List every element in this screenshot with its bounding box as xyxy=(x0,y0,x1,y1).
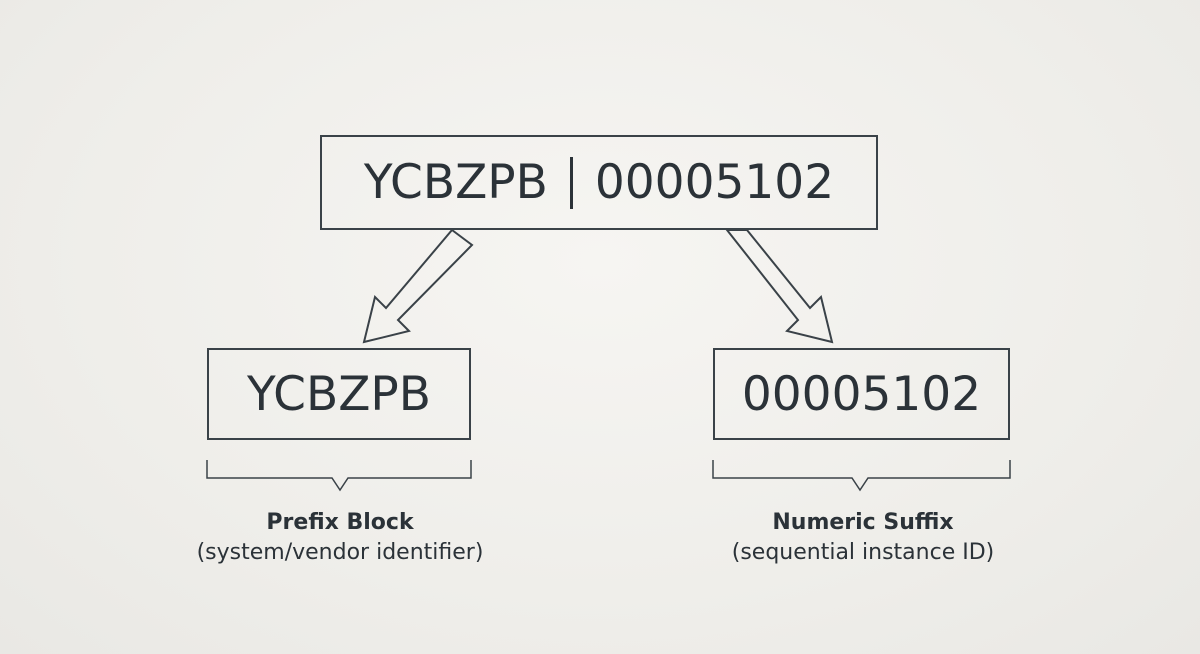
arrow-to-suffix xyxy=(724,229,834,344)
suffix-box: 00005102 xyxy=(713,348,1010,440)
suffix-label-subtitle: (sequential instance ID) xyxy=(731,540,995,565)
prefix-label-subtitle: (system/vendor identifier) xyxy=(196,540,484,565)
suffix-box-text: 00005102 xyxy=(741,366,982,422)
suffix-brace xyxy=(712,460,1011,492)
arrow-to-prefix xyxy=(362,228,474,344)
prefix-box: YCBZPB xyxy=(207,348,471,440)
prefix-label-title: Prefix Block xyxy=(266,510,414,535)
full-id-divider xyxy=(569,156,573,209)
full-id-suffix: 00005102 xyxy=(594,155,835,210)
prefix-box-text: YCBZPB xyxy=(247,366,431,422)
prefix-label: Prefix Block (system/vendor identifier) xyxy=(140,508,540,568)
suffix-label: Numeric Suffix (sequential instance ID) xyxy=(663,508,1063,568)
suffix-label-title: Numeric Suffix xyxy=(772,510,954,535)
prefix-brace xyxy=(206,460,472,492)
full-id-box: YCBZPB 00005102 xyxy=(320,135,878,230)
full-id-prefix: YCBZPB xyxy=(363,155,548,210)
